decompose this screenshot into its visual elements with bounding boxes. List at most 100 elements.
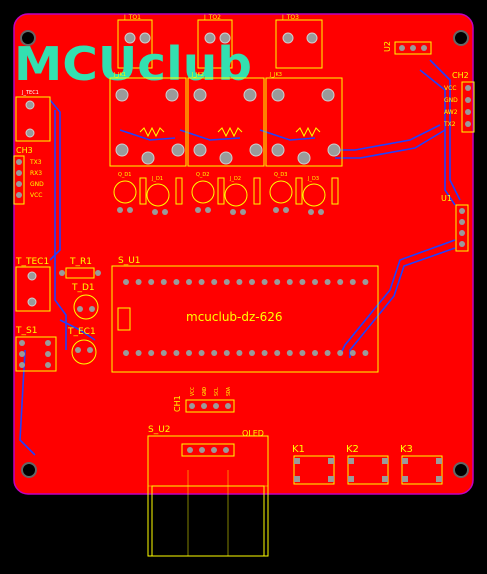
j-tec1-outline: [15, 96, 51, 142]
mcu-pin: [211, 279, 218, 285]
mcu-pin: [223, 279, 230, 285]
key-label-2: K2: [346, 444, 359, 455]
part-label-j-d2: J_D2: [229, 176, 241, 182]
t-s1-label: T_S1: [15, 326, 37, 336]
oled-panel: [151, 485, 265, 557]
ch3-pin-3: GND: [30, 181, 44, 188]
mcu-crystal: [117, 307, 131, 331]
mcu-pin: [173, 279, 180, 285]
ch1-pin-1: VCC: [190, 387, 196, 396]
ch3-label: CH3: [16, 146, 33, 155]
mcu-pin: [198, 350, 205, 356]
mcu-pin: [362, 279, 369, 285]
mcu-pin: [324, 350, 331, 356]
mcu-pin: [160, 350, 167, 356]
mcu-pin: [362, 350, 369, 356]
ch2-pin-4: TX2: [443, 121, 456, 128]
mcu-top-pins: [123, 279, 369, 285]
mcu-pin: [299, 350, 306, 356]
t-r1-body: [65, 267, 95, 279]
relay-sub-label-2: J_JK2: [191, 72, 204, 78]
u2-header: [394, 41, 432, 55]
mcu-pin: [274, 279, 281, 285]
relay-label-3: J_TO3: [281, 14, 299, 21]
mcu-pin: [173, 350, 180, 356]
mcu-pin: [312, 279, 318, 285]
mcu-pin: [349, 350, 356, 356]
ch3-header: [13, 155, 25, 205]
mcu-pin: [223, 350, 230, 356]
relay-label-2: J_TO2: [203, 14, 221, 21]
mcu-pin: [148, 279, 155, 285]
relay-sub-label-1: J_JK1: [113, 72, 126, 78]
ch1-pin-3: SCL: [214, 387, 220, 396]
ch2-pin-3: AW2: [444, 109, 458, 116]
mcu-pin: [337, 350, 344, 356]
relay-drivers: [113, 177, 339, 207]
part-label-q-d1: Q_D1: [118, 172, 131, 178]
mcu-pin: [324, 279, 331, 285]
relay-sub-label-3: J_JK3: [269, 72, 282, 78]
t-tec1-label: T_TEC1: [15, 257, 49, 267]
mcu-pin: [261, 350, 268, 356]
mcu-pin: [186, 279, 192, 285]
logo: MCUclub: [14, 37, 252, 91]
mounting-holes: [20, 30, 469, 478]
mcu-pin: [211, 350, 218, 356]
key-label-1: K1: [292, 444, 305, 455]
mcu-pin: [135, 279, 142, 285]
u2-label: U2: [383, 41, 392, 52]
ch1-label: CH1: [173, 395, 182, 412]
mcu-pin: [299, 279, 306, 285]
mcu-pin: [337, 279, 344, 285]
s-u2-label: S_U2: [148, 425, 171, 435]
key-label-3: K3: [400, 444, 413, 455]
t-d1-body: [73, 294, 99, 320]
t-d1-label: T_D1: [71, 283, 95, 293]
ch2-pin-1: VCC: [444, 85, 456, 92]
mcu-pin: [312, 350, 318, 356]
oled-header: [181, 443, 235, 457]
mcu-bottom-pins: [123, 350, 369, 356]
j-tec1-label: J_TEC1: [21, 90, 39, 96]
relay-label-1: J_TO1: [123, 14, 141, 21]
ch1-pin-4: SDA: [226, 387, 232, 396]
mcu-pin: [123, 350, 129, 356]
ch3-pin-4: VCC: [30, 192, 42, 199]
mcu-pin: [286, 279, 293, 285]
relay-modules: [109, 77, 343, 167]
part-label-q-d3: Q_D3: [274, 172, 287, 178]
s-u1-outline: [111, 265, 379, 373]
ch2-label: CH2: [452, 71, 469, 80]
pcb-board: [14, 14, 473, 494]
mcu-pin: [249, 279, 255, 285]
mcu-pin: [236, 279, 243, 285]
mcu-pin: [349, 279, 356, 285]
mcu-pin: [123, 279, 129, 285]
t-ec1-label: T_EC1: [67, 327, 96, 337]
mcu-pin: [236, 350, 243, 356]
ch1-pin-2: GND: [202, 387, 208, 396]
u1-header: [455, 204, 469, 252]
ch2-pin-2: GND: [444, 97, 458, 104]
u1-label: U1: [441, 194, 452, 203]
terminal-blocks: [117, 19, 323, 69]
mcu-pin: [148, 350, 155, 356]
t-tec1-outline: [15, 266, 51, 312]
mcu-pin: [286, 350, 293, 356]
part-label-j-d3: J_D3: [307, 176, 319, 182]
board-title: mcuclub-dz-626: [186, 310, 283, 324]
board-outline: [13, 13, 474, 495]
mcu-pin: [261, 279, 268, 285]
mcu-pin: [135, 350, 142, 356]
part-label-q-d2: Q_D2: [196, 172, 209, 178]
t-ec1-body: [71, 339, 97, 365]
mcu-pin: [198, 279, 205, 285]
mcu-pin: [274, 350, 281, 356]
ch2-header: [461, 81, 475, 133]
oled-label: OLED: [242, 429, 264, 438]
part-label-j-d1: J_D1: [151, 176, 163, 182]
ch3-pin-2: RX3: [30, 170, 42, 177]
ch3-pin-1: TX3: [29, 159, 42, 166]
